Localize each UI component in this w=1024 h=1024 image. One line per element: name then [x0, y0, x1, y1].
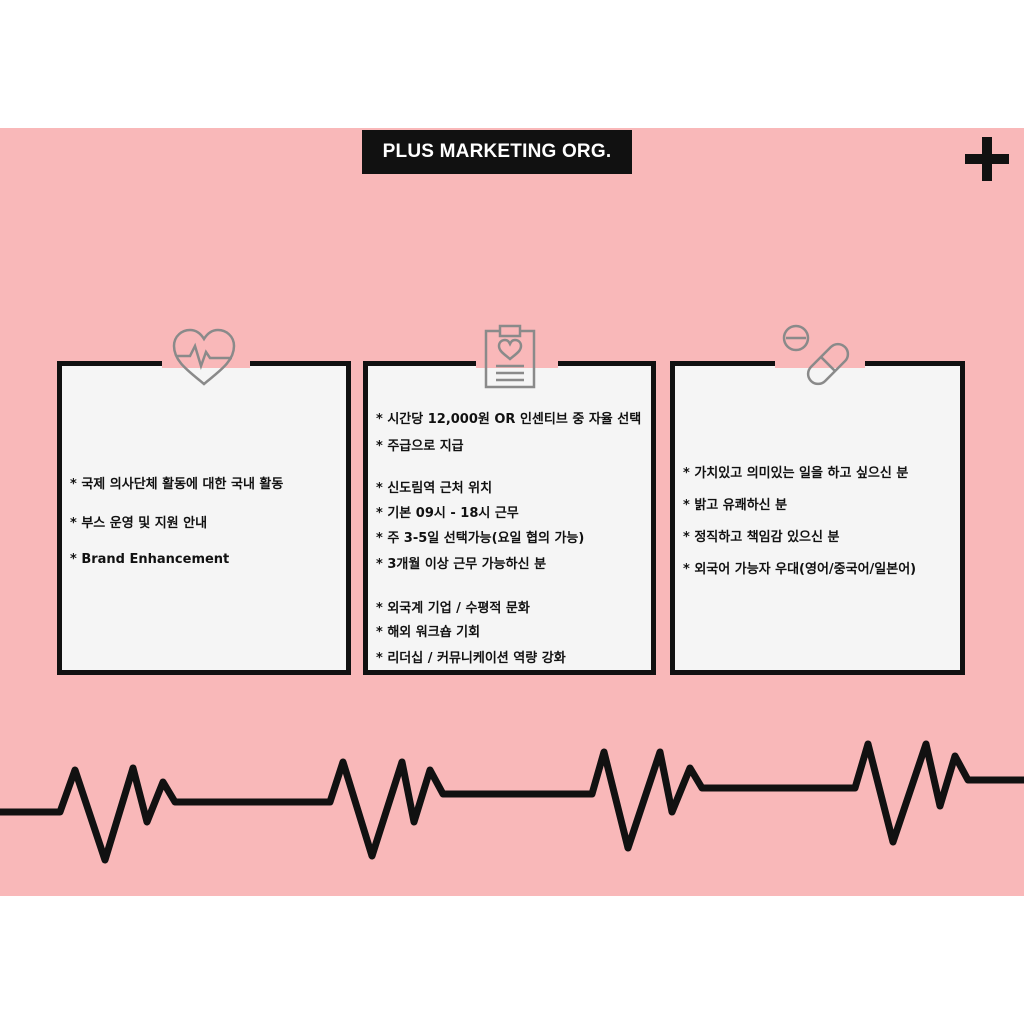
plus-icon [965, 137, 1009, 181]
card-item: * 가치있고 의미있는 일을 하고 싶으신 분 [683, 466, 909, 481]
heart-pulse-icon [172, 328, 236, 386]
card-item: * Brand Enhancement [70, 552, 230, 567]
card-item: * 신도림역 근처 위치 [376, 481, 493, 496]
card-item: * 외국어 가능자 우대(영어/중국어/일본어) [683, 562, 917, 577]
heartbeat-line [0, 740, 1024, 864]
card-item: * 주 3-5일 선택가능(요일 협의 가능) [376, 531, 585, 546]
card-item: * 3개월 이상 근무 가능하신 분 [376, 557, 547, 572]
card-item: * 주급으로 지급 [376, 439, 464, 454]
card-item: * 리더십 / 커뮤니케이션 역량 강화 [376, 651, 566, 666]
info-card-qualifications: * 가치있고 의미있는 일을 하고 싶으신 분 * 밝고 유쾌하신 분 * 정직… [670, 360, 965, 675]
info-card-activities: * 국제 의사단체 활동에 대한 국내 활동 * 부스 운영 및 지원 안내 *… [57, 360, 351, 675]
card-item: * 부스 운영 및 지원 안내 [70, 516, 208, 531]
card-item: * 밝고 유쾌하신 분 [683, 498, 788, 513]
org-title: PLUS MARKETING ORG. [362, 130, 632, 174]
card-item: * 기본 09시 - 18시 근무 [376, 506, 519, 521]
card-item: * 정직하고 책임감 있으신 분 [683, 530, 840, 545]
pills-icon [782, 324, 850, 386]
card-item: * 해외 워크숍 기회 [376, 625, 481, 640]
clipboard-heart-icon [484, 324, 536, 389]
info-card-conditions: * 시간당 12,000원 OR 인센티브 중 자율 선택 * 주급으로 지급 … [363, 360, 656, 675]
card-item: * 외국계 기업 / 수평적 문화 [376, 601, 530, 616]
card-item: * 시간당 12,000원 OR 인센티브 중 자율 선택 [376, 412, 642, 427]
card-item: * 국제 의사단체 활동에 대한 국내 활동 [70, 477, 284, 492]
